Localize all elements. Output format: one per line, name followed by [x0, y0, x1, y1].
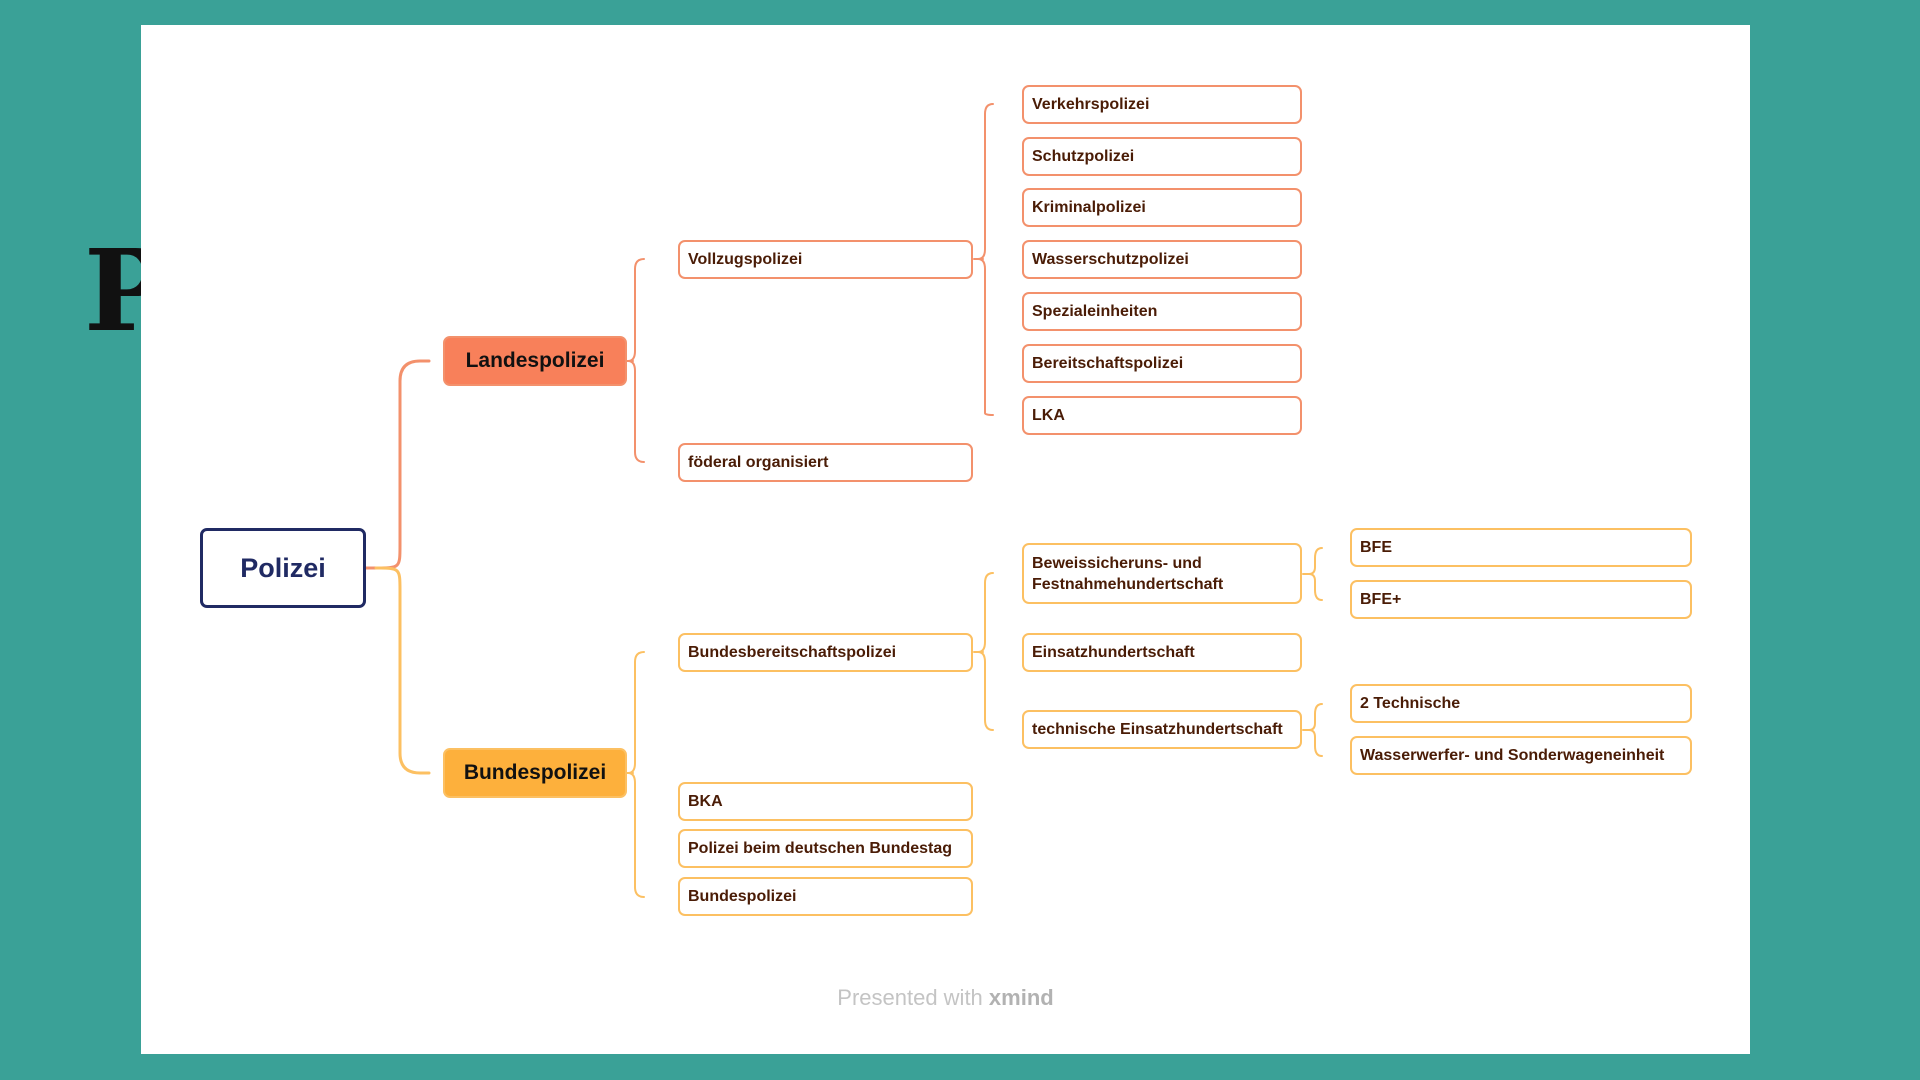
connector-lines — [364, 103, 1323, 898]
node-schutzpolizei[interactable]: Schutzpolizei — [1022, 137, 1302, 176]
root-node-polizei[interactable]: Polizei — [200, 528, 366, 608]
node-bereitschaftspolizei[interactable]: Bereitschaftspolizei — [1022, 344, 1302, 383]
node-bfe-plus[interactable]: BFE+ — [1350, 580, 1692, 619]
branch-landespolizei[interactable]: Landespolizei — [443, 336, 627, 386]
node-lka[interactable]: LKA — [1022, 396, 1302, 435]
node-kriminalpolizei[interactable]: Kriminalpolizei — [1022, 188, 1302, 227]
presented-with-footer: Presented with xmind — [141, 985, 1750, 1011]
node-einsatzhundertschaft[interactable]: Einsatzhundertschaft — [1022, 633, 1302, 672]
node-foederal-organisiert[interactable]: föderal organisiert — [678, 443, 973, 482]
node-spezialeinheiten[interactable]: Spezialeinheiten — [1022, 292, 1302, 331]
node-verkehrspolizei[interactable]: Verkehrspolizei — [1022, 85, 1302, 124]
node-polizei-beim-bundestag[interactable]: Polizei beim deutschen Bundestag — [678, 829, 973, 868]
node-vollzugspolizei[interactable]: Vollzugspolizei — [678, 240, 973, 279]
branch-bundespolizei[interactable]: Bundespolizei — [443, 748, 627, 798]
node-bfe[interactable]: BFE — [1350, 528, 1692, 567]
xmind-brand: xmind — [988, 985, 1054, 1010]
node-bundesbereitschaftspolizei[interactable]: Bundesbereitschaftspolizei — [678, 633, 973, 672]
mind-map-slide: Polizei Landespolizei Bundespolizei Voll… — [141, 25, 1750, 1054]
node-beweissicherung[interactable]: Beweissicheruns- und Festnahmehundertsch… — [1022, 543, 1302, 604]
node-bka[interactable]: BKA — [678, 782, 973, 821]
node-technische-einsatzhundertschaft[interactable]: technische Einsatzhundertschaft — [1022, 710, 1302, 749]
node-bundespolizei-sub[interactable]: Bundespolizei — [678, 877, 973, 916]
footer-prefix: Presented with — [837, 985, 983, 1010]
node-2-technische[interactable]: 2 Technische — [1350, 684, 1692, 723]
node-wasserschutzpolizei[interactable]: Wasserschutzpolizei — [1022, 240, 1302, 279]
node-wasserwerfer[interactable]: Wasserwerfer- und Sonderwageneinheit — [1350, 736, 1692, 775]
